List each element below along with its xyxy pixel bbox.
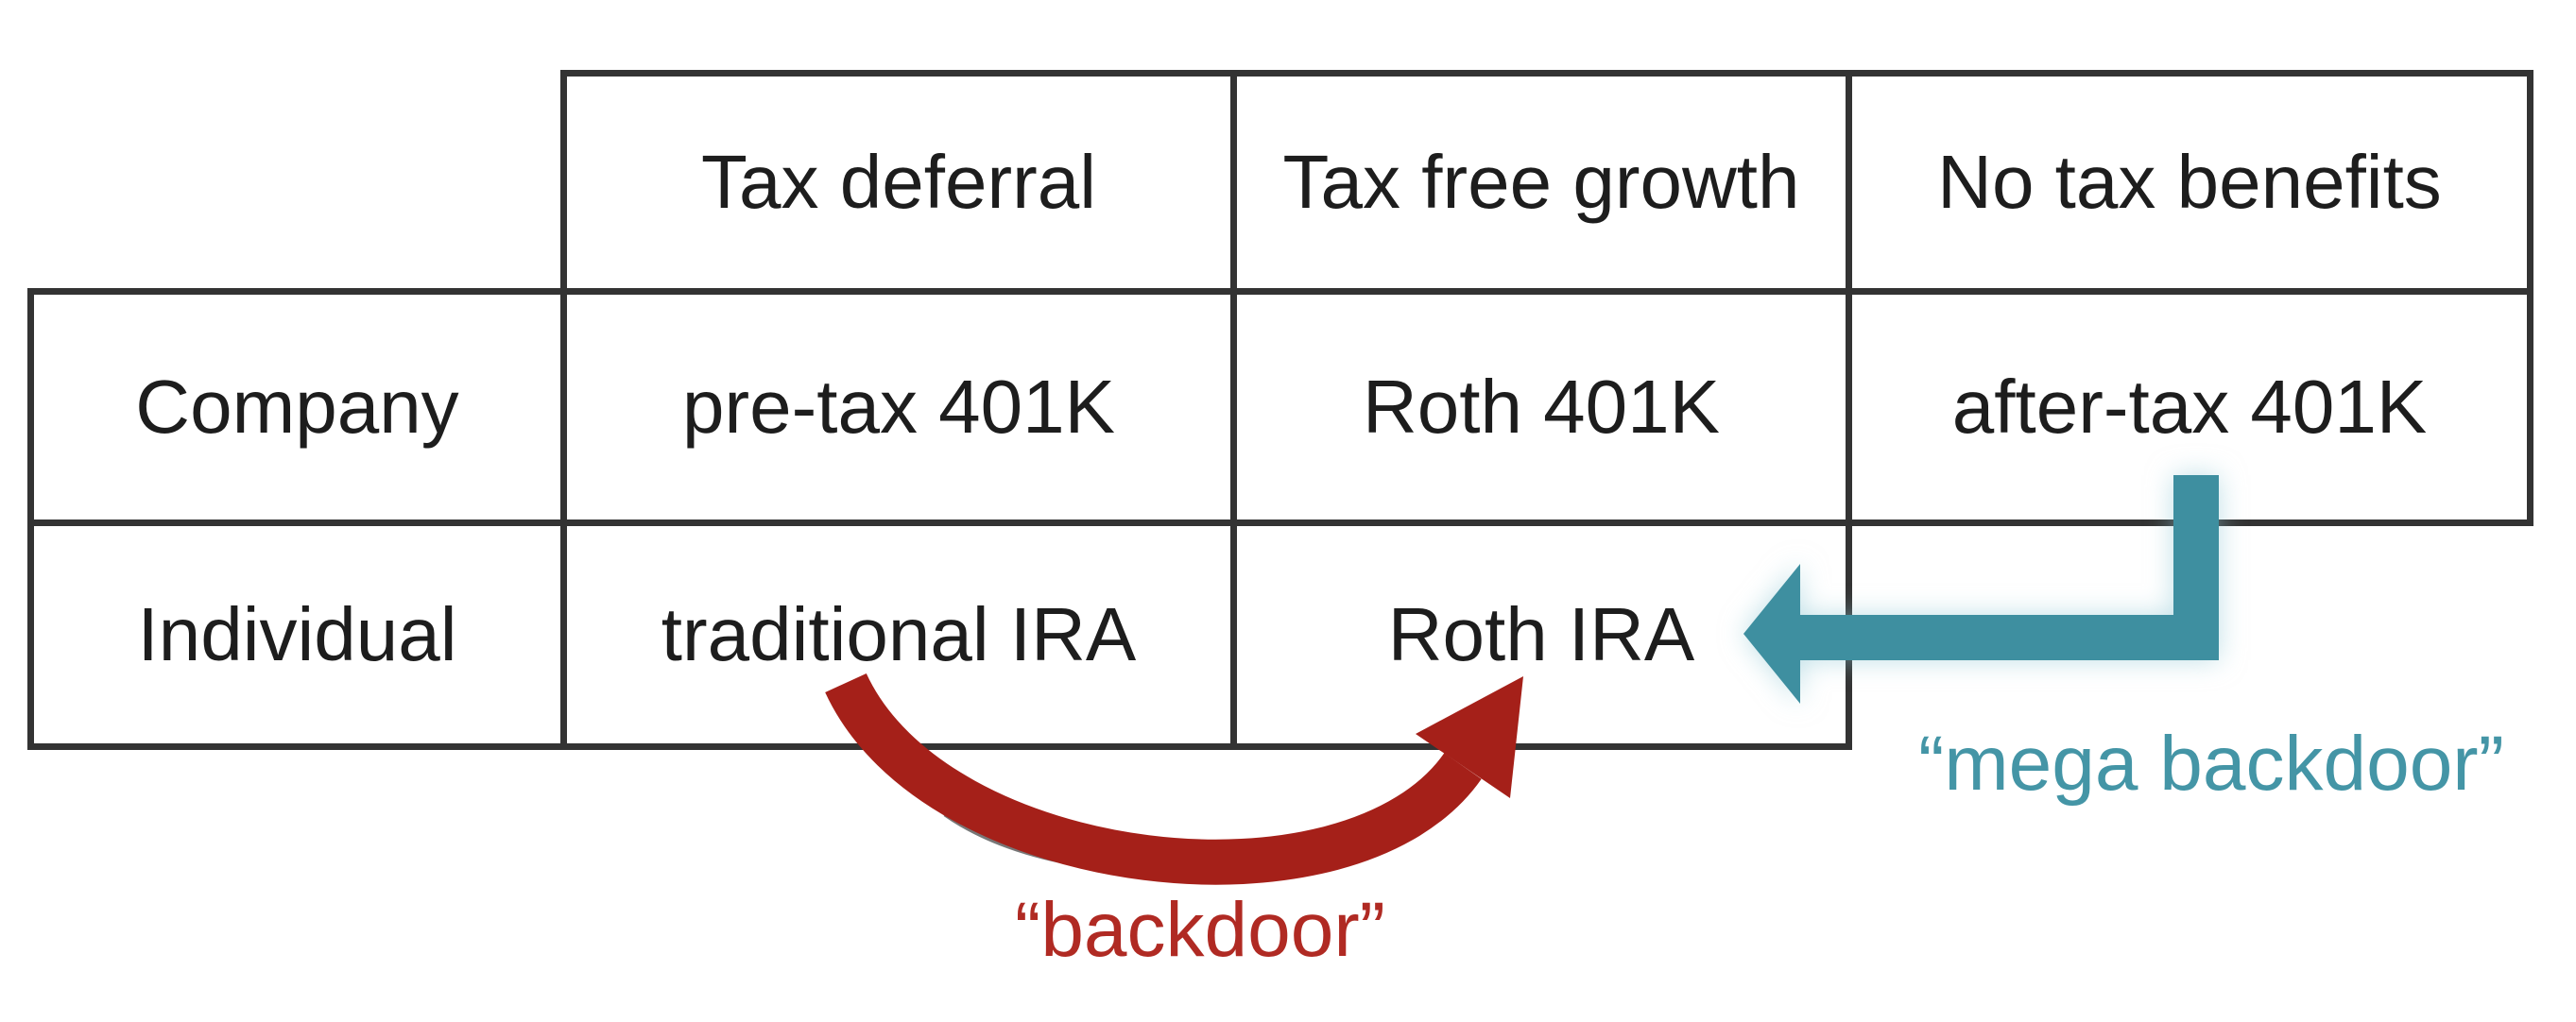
row-label-company: Company xyxy=(135,365,459,449)
cell-roth-401k: Roth 401K xyxy=(1362,365,1721,449)
backdoor-label: “backdoor” xyxy=(1015,887,1385,973)
header-tax-deferral: Tax deferral xyxy=(701,140,1096,224)
table-left-border xyxy=(27,288,34,750)
table-bottom-border xyxy=(27,743,1852,750)
table-row-divider-2 xyxy=(27,520,2533,526)
table-right-border xyxy=(2527,70,2533,526)
table-row-divider-1 xyxy=(27,288,2533,295)
mega-backdoor-arrow-shaft xyxy=(1800,475,2219,660)
header-no-tax-benefits: No tax benefits xyxy=(1937,140,2442,224)
mega-backdoor-arrowhead-icon xyxy=(1743,564,1800,704)
mega-backdoor-label: “mega backdoor” xyxy=(1918,721,2504,807)
table-top-border xyxy=(560,70,2533,77)
header-tax-free-growth: Tax free growth xyxy=(1282,140,1800,224)
cell-traditional-ira: traditional IRA xyxy=(661,592,1137,676)
mega-backdoor-arrow xyxy=(1743,475,2219,704)
backdoor-arrow xyxy=(825,673,1523,885)
backdoor-arrowhead-icon xyxy=(1416,676,1523,798)
table-col-divider-2 xyxy=(1230,70,1237,750)
cell-pre-tax-401k: pre-tax 401K xyxy=(681,365,1116,449)
cell-roth-ira: Roth IRA xyxy=(1387,592,1695,676)
table-col-divider-3 xyxy=(1846,70,1852,750)
cell-after-tax-401k: after-tax 401K xyxy=(1951,365,2428,449)
row-label-individual: Individual xyxy=(137,592,457,676)
backdoor-arrow-curve xyxy=(825,673,1482,885)
table-col-divider-1 xyxy=(560,70,567,750)
